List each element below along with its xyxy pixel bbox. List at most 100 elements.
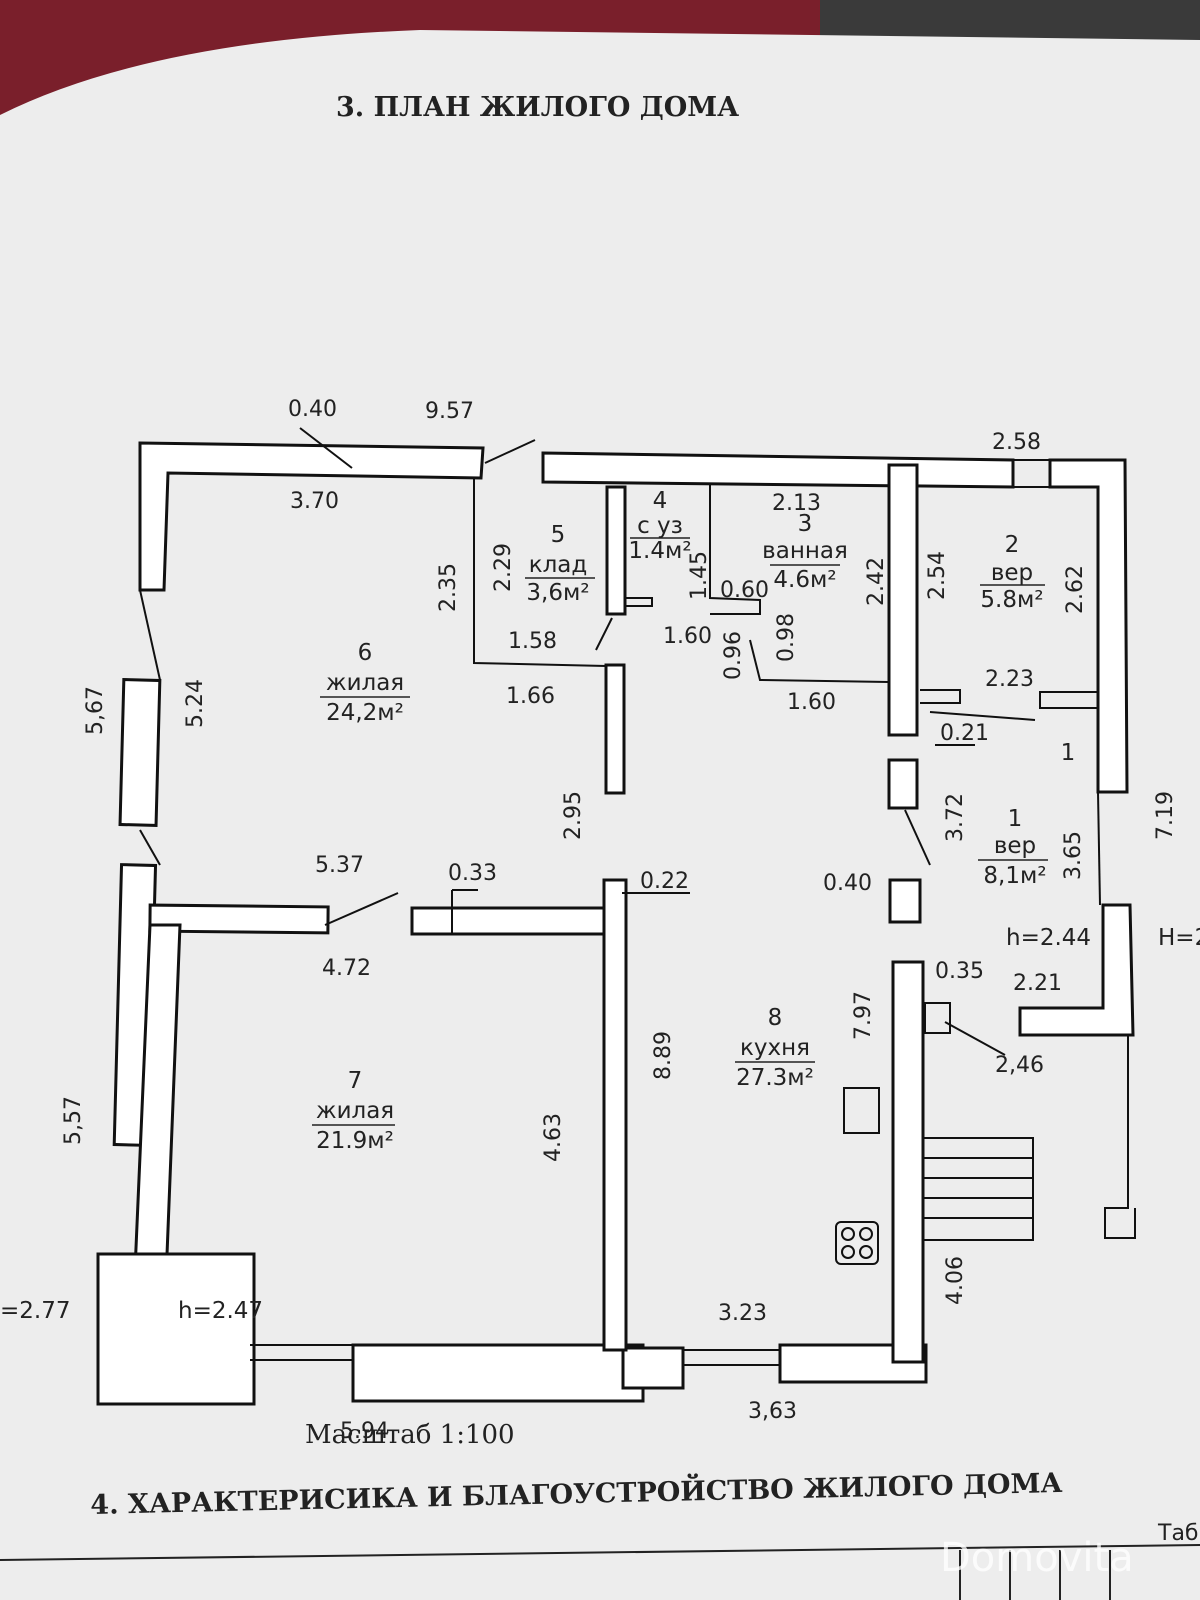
wall-bottom-porch [96,1252,256,1406]
dim-label: 5,67 [83,686,108,735]
room-1-name: вер [994,833,1036,859]
dim-label: 2.29 [491,543,516,592]
dim-label: 3.23 [718,1301,767,1326]
room-8-area: 27.3м² [736,1065,814,1091]
wall-left-6 [118,678,162,827]
room-7-area: 21.9м² [316,1128,394,1154]
wall-bottom-mid2 [621,1346,685,1390]
dim-label: 2.58 [992,430,1041,455]
dim-label: 1.45 [687,551,712,600]
dim-label: 1.66 [506,684,555,709]
dim-label: 4.63 [541,1113,566,1162]
height-label-3: H=2 [1158,925,1200,951]
section-3-title: 3. ПЛАН ЖИЛОГО ДОМА [336,92,740,123]
wall-bottom-mid [351,1343,645,1403]
room-8-num: 8 [768,1005,783,1031]
dim-label: 3.72 [943,793,968,842]
table-corner-text: Таб [1157,1521,1199,1546]
room-5-name: клад [529,552,588,578]
dim-label: 5.94 [340,1419,389,1444]
room-6-area: 24,2м² [326,700,404,726]
dim-label: 0.96 [721,631,746,680]
dim-label: 0.22 [640,869,689,894]
height-label-1: h=2.44 [1006,925,1091,951]
room-2-name: вер [991,560,1033,586]
room-6-name: жилая [326,670,404,696]
room-7-num: 7 [348,1068,363,1094]
wall-7-8 [602,878,628,1352]
dim-label: 2.62 [1063,565,1088,614]
floor-plan [96,441,1135,1406]
dim-label: 9.57 [425,399,474,424]
height-label-2: h=2.47 [178,1298,263,1324]
height-labels: h=2.44 h=2.47 H=2 =2.77 [0,925,1200,1324]
dim-label: 3,63 [748,1399,797,1424]
room-1-num: 1 [1008,806,1023,832]
wall-partition-6-7b [410,906,614,936]
wall-top-right [541,451,1015,489]
dim-label: 3.65 [1061,831,1086,880]
dim-label: 2,46 [995,1053,1044,1078]
room-3-area: 4.6м² [773,567,836,593]
dim-label: 2.21 [1013,971,1062,996]
room-2-area: 5.8м² [980,587,1043,613]
wall-partition-6-7 [148,903,330,935]
room-5-area: 3,6м² [526,580,589,606]
room-6-num: 6 [358,640,373,666]
room-5-num: 5 [551,522,566,548]
dim-label: 2.95 [561,791,586,840]
dim-label: 2.42 [864,557,889,606]
dim-label: 0.21 [940,721,989,746]
dim-label: 5.37 [315,853,364,878]
room-8-name: кухня [740,1035,810,1061]
dim-label: 1.58 [508,629,557,654]
room-4-area: 1.4м² [628,538,691,564]
dim-label: 2.13 [772,491,821,516]
wall-4-5 [605,485,627,616]
wall-kitchen-right [888,878,922,924]
dim-label: 5.24 [183,679,208,728]
dim-label: 0.40 [288,397,337,422]
wall-kitchen-right2 [891,960,925,1364]
room-1-area: 8,1м² [983,863,1046,889]
dim-label: 4.72 [322,956,371,981]
dim-label: 2.54 [925,551,950,600]
dim-label: 7.19 [1153,791,1178,840]
wall-right-lower [1018,903,1135,1037]
table-fragment [0,1544,1200,1600]
scale-label: Масштаб 1:100 [305,1420,515,1450]
interior-lines [299,427,1136,1265]
dim-label: 8.89 [651,1031,676,1080]
window-marks [139,459,1101,1366]
dim-label: 0.60 [720,578,769,603]
dim-label: 1.60 [663,624,712,649]
dim-label: 2.35 [436,563,461,612]
watermark-logo: Domovita [940,1535,1134,1581]
dim-label: 5,57 [61,1096,86,1145]
room-1-extra-num: 1 [1061,740,1076,766]
wall-3-1-low [887,758,919,810]
dim-label: 2.23 [985,667,1034,692]
dim-label: 1.60 [787,690,836,715]
room-4-num: 4 [653,488,668,514]
height-label-4: =2.77 [0,1298,70,1324]
room-labels: 1 вер 8,1м² 2 вер 5.8м² 3 ванная 4.6м² 4… [316,488,1075,1154]
room-7-name: жилая [316,1098,394,1124]
dim-label: 3.70 [290,489,339,514]
wall-5-8 [604,663,626,795]
dim-label: 0.98 [774,613,799,662]
dimension-labels: 0.40 9.57 2.58 3.70 2.13 0.60 1.58 1.60 … [288,397,1062,1444]
dim-label: 0.33 [448,861,497,886]
dimension-labels-vertical: 2.35 2.29 1.45 2.42 2.54 2.62 5,67 5.24 … [61,543,1178,1305]
room-3-num: 3 [798,511,813,537]
dim-label: 0.40 [823,871,872,896]
wall-3-1 [887,463,919,737]
room-4-name: с уз [637,513,683,539]
dim-label: 0.35 [935,959,984,984]
area-underlines [312,537,1048,1126]
room-2-num: 2 [1005,532,1020,558]
dim-label: 4.06 [943,1256,968,1305]
room-3-name: ванная [762,538,848,564]
dim-label: 7.97 [851,991,876,1040]
